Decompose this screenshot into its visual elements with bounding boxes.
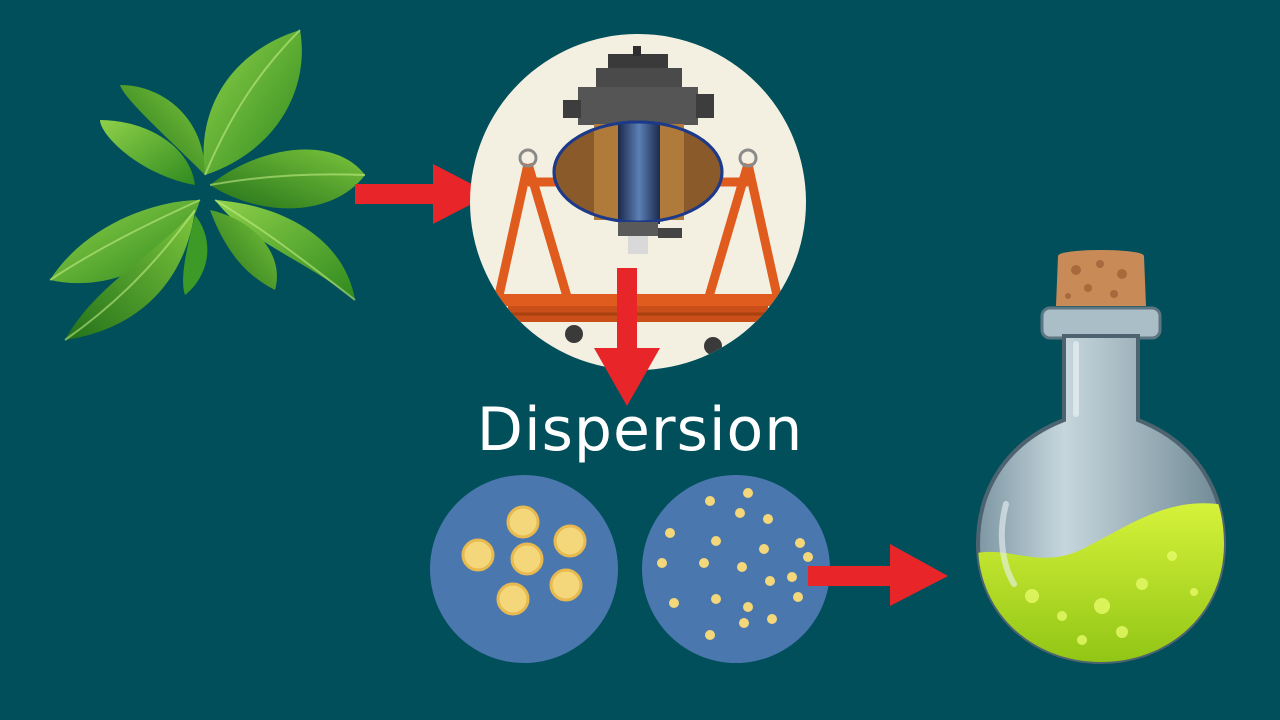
dispersion-machine-icon [470, 34, 806, 370]
fine-particles-icon [642, 475, 830, 663]
coarse-particles-icon [430, 475, 618, 663]
arrow-to-flask [808, 544, 948, 606]
basil-leaves-icon [49, 29, 366, 341]
dispersion-title: Dispersion [476, 395, 804, 465]
flask-icon [975, 250, 1227, 665]
arrow-to-machine [355, 164, 491, 224]
arrow-to-dispersion [594, 268, 660, 406]
